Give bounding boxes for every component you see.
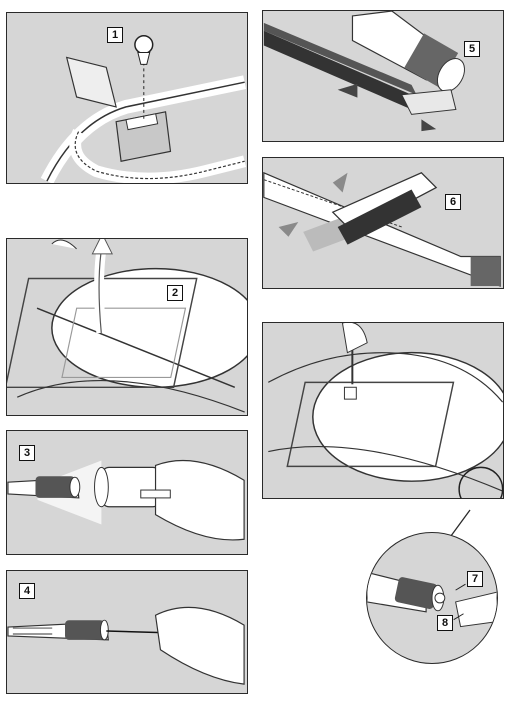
step-2-panel: 2 [6,238,248,416]
detail-magnifier: 7 8 [366,532,498,664]
step-3-panel: 3 [6,430,248,555]
step-4-number: 4 [19,583,35,599]
step-3-number: 3 [19,445,35,461]
burner-tube-brush-illustration [263,11,465,132]
flashlight-inspection-illustration [7,459,245,541]
step-2-number: 2 [167,285,183,301]
tube-cleaning-illustration [7,606,245,685]
step-4-panel: 4 [6,570,248,694]
callout-8: 8 [437,615,453,631]
step-6-panel: 6 [262,157,504,289]
burner-tube-detail-illustration [367,571,497,628]
wire-brush-illustration [263,171,501,287]
step-5-panel: 5 [262,10,504,142]
step-1-panel: 1 [6,12,248,184]
step-7-panel [262,322,504,499]
burner-screw-illustration [40,34,247,183]
step-5-number: 5 [464,41,480,57]
callout-7: 7 [467,571,483,587]
reinstall-burner-illustration [268,323,503,498]
step-1-number: 1 [107,27,123,43]
remove-grate-illustration [7,239,247,413]
step-6-number: 6 [445,194,461,210]
